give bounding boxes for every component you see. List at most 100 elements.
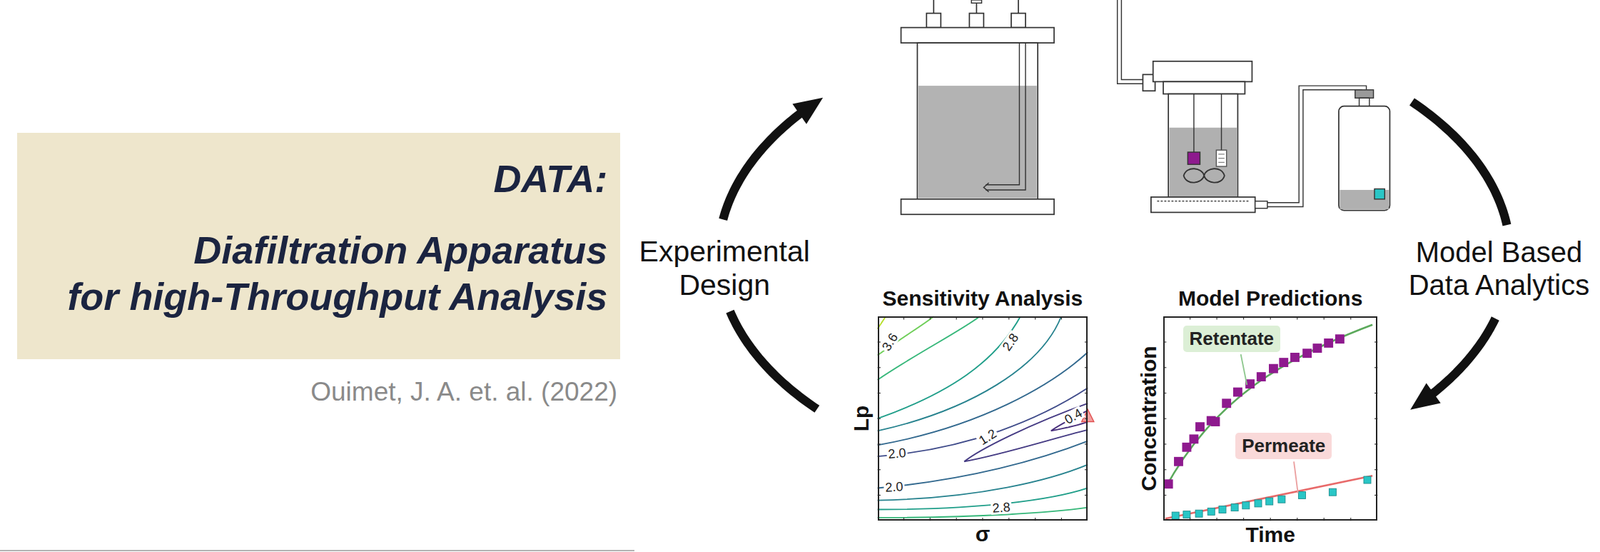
contour-value: 2.0 (886, 446, 908, 461)
retentate-point (1211, 416, 1221, 427)
axis-label: σ (975, 521, 991, 547)
citation: Ouimet, J. A. et. al. (2022) (310, 376, 618, 408)
retentate-model-curve (1165, 324, 1373, 489)
dip-tube (985, 42, 1020, 185)
vessel-bottom-plate (901, 199, 1055, 215)
cell-body (1168, 94, 1238, 197)
cycle-label: Experimental Design (626, 234, 823, 302)
cell-outlet (1255, 201, 1268, 209)
probe-wire (1221, 94, 1222, 151)
valve-handle (971, 0, 982, 3)
cycle-arrowhead (1410, 383, 1441, 410)
contour-line (877, 316, 980, 380)
retentate-point (1163, 478, 1174, 489)
cell-liquid (1169, 127, 1237, 197)
retentate-point (1323, 338, 1334, 348)
contour-line (877, 387, 1089, 457)
permeate-model-line (1165, 475, 1373, 519)
retentate-point (1181, 442, 1192, 452)
permeate-point (1328, 488, 1336, 496)
probe-wire (1193, 94, 1194, 153)
permeate-point (1266, 497, 1274, 505)
footer-rule (0, 549, 635, 551)
probe-mark (1218, 161, 1225, 163)
permeate-point (1218, 505, 1227, 513)
permeate-point (1298, 490, 1306, 499)
permeate-sensor (1374, 189, 1385, 200)
retentate-sensor (1187, 152, 1200, 165)
permeate-point (1195, 509, 1203, 517)
membrane-base (1151, 196, 1256, 212)
contour-value: 0.4 (1061, 405, 1086, 427)
feed-tube (1117, 0, 1144, 84)
retentate-point (1278, 357, 1289, 367)
illustration-group (722, 0, 1507, 521)
leader-line (1241, 353, 1248, 385)
retentate-point (1233, 387, 1243, 397)
permeate-point (1363, 476, 1371, 484)
probe-mark (1218, 153, 1225, 155)
vessel-fitting (969, 13, 984, 28)
retentate-point (1312, 343, 1322, 353)
cycle-label: Model Based Data Analytics (1402, 235, 1596, 302)
retentate-point (1256, 371, 1267, 382)
permeate-point (1242, 501, 1250, 509)
vessel-fitting (926, 13, 941, 28)
bottle-body (1338, 106, 1390, 211)
retentate-point (1268, 363, 1279, 374)
axis-label: Time (1245, 522, 1295, 548)
retentate-point (1302, 348, 1312, 358)
title-line: Diafiltration Apparatus (24, 226, 608, 273)
retentate-point (1173, 456, 1184, 467)
permeate-point (1278, 495, 1286, 503)
cycle-arc (730, 311, 818, 409)
retentate-point (1188, 433, 1199, 444)
vessel-top-plate (901, 27, 1055, 43)
retentate-point (1335, 333, 1345, 344)
contour-line (877, 507, 1089, 518)
retentate-point (1221, 398, 1232, 408)
contour-value: 2.8 (990, 500, 1012, 515)
title-band: DATA: Diafiltration Apparatusfor high-Thr… (17, 132, 621, 359)
permeate-point (1207, 507, 1215, 515)
vessel-fitting (1011, 13, 1026, 28)
axis-label: Concentration (1136, 346, 1162, 491)
bottle-cap (1355, 89, 1374, 98)
leader-line (1293, 461, 1299, 493)
cell-cap-lower (1163, 81, 1245, 94)
sensitivity-plot: Sensitivity Analysis (877, 316, 1089, 521)
retentate-point (1290, 352, 1300, 362)
plot-title: Model Predictions (1178, 286, 1363, 311)
contour-line (877, 351, 1089, 445)
permeate-point (1231, 503, 1239, 511)
retentate-callout: Retentate (1183, 325, 1281, 352)
bottle-neck (1359, 97, 1370, 106)
permeate-point (1254, 499, 1262, 507)
callout-label: Retentate (1189, 327, 1274, 350)
permeate-point (1183, 510, 1191, 519)
contour-line (964, 403, 1088, 462)
title-line: DATA: (24, 155, 608, 202)
cycle-arc (1411, 101, 1507, 225)
feed-line (1017, 0, 1020, 14)
feed-tube (1121, 0, 1143, 80)
contour-value: 2.8 (999, 329, 1022, 354)
title-line: for high-Throughput Analysis (24, 273, 608, 320)
prediction-plot: RetentatePermeateModel Predictions (1163, 316, 1378, 521)
retentate-point (1195, 421, 1205, 432)
plot-title: Sensitivity Analysis (882, 286, 1084, 311)
axis-label: Lp (849, 405, 875, 432)
dip-tube (985, 42, 1026, 190)
membrane (1156, 200, 1249, 202)
contour-line (877, 464, 1089, 501)
contour-line (877, 316, 1062, 431)
stir-bar (1183, 168, 1225, 182)
contour-line (877, 316, 1021, 419)
contour-line (877, 487, 1089, 509)
permeate-callout: Permeate (1235, 432, 1332, 459)
cycle-arc (722, 112, 801, 220)
contour-value: 2.0 (883, 479, 905, 494)
callout-label: Permeate (1241, 434, 1326, 457)
